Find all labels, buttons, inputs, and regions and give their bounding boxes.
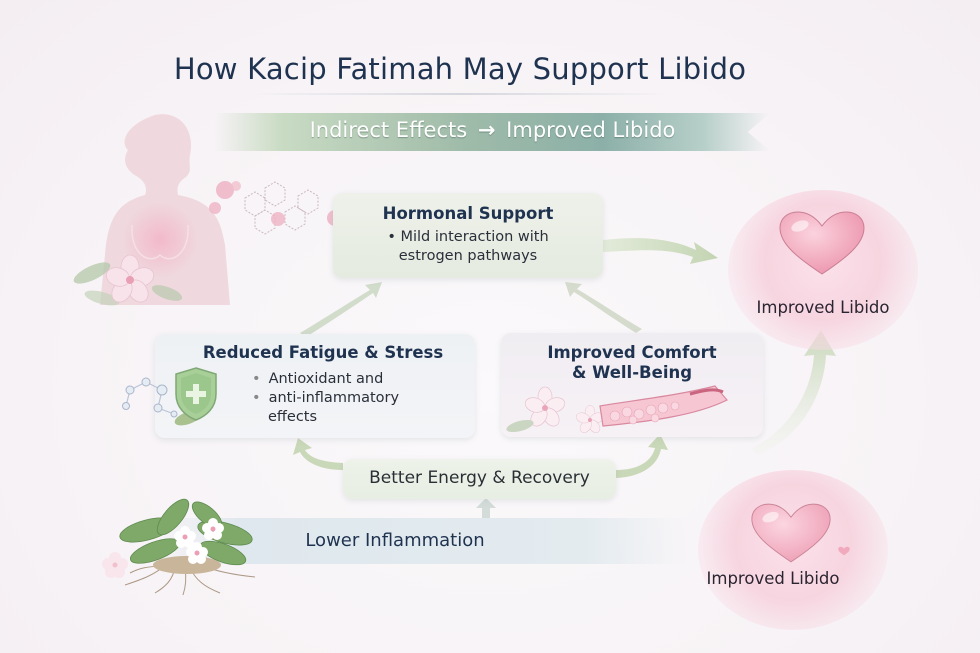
fatigue-bullet-2-text: anti-inflammatory [268,390,400,406]
hormonal-support-title: Hormonal Support [382,204,554,223]
hormonal-support-bullet-line1: • Mild interaction with [387,229,549,245]
arrow-energy-to-fatigue [293,438,343,470]
arrow-comfort-to-hormonal [565,282,642,333]
page-title: How Kacip Fatimah May Support Libido [173,52,747,86]
node-hormonal-support: Hormonal Support • Mild interaction with… [333,193,603,278]
lower-inflammation-title: Lower Inflammation [305,530,485,551]
arrow-comfort-to-libido [752,330,836,455]
small-heart-icon [838,546,850,556]
improved-libido-top-label: Improved Libido [756,298,890,317]
hormonal-support-bullet-line2: estrogen pathways [398,248,538,264]
flower-icon [102,518,224,578]
node-improved-libido-bottom: Improved Libido [698,470,888,630]
indirect-effects-banner [215,113,770,151]
heart-icon [779,211,865,275]
heart-icon [751,503,831,563]
flower-icon [73,254,183,306]
banner-text: Indirect Effects → Improved Libido [215,118,770,142]
fatigue-bullet-2: • anti-inflammatory [252,389,399,408]
arrow-hormonal-to-libido [603,238,718,264]
fatigue-bullet-2-cont: effects [268,409,318,425]
node-improved-libido-top: Improved Libido [728,190,918,350]
node-better-energy-recovery: Better Energy & Recovery [343,459,616,499]
arrow-fatigue-to-hormonal [300,282,382,337]
title-divider [250,93,670,95]
arrow-inflammation-to-energy [476,498,496,518]
improved-comfort-title-line2: & Well-Being [571,363,693,382]
blood-vessel-icon [506,385,728,433]
fatigue-bullet-1: • Antioxidant and [252,370,399,389]
kacip-fatimah-plant-icon [102,498,256,596]
flower-icon [506,386,605,433]
shield-plus-icon [122,367,217,426]
improved-comfort-title-line1: Improved Comfort [547,343,717,362]
improved-libido-bottom-label: Improved Libido [706,569,840,588]
banner-left-text: Indirect Effects [309,118,468,142]
fatigue-bullet-1-text: Antioxidant and [268,371,384,387]
better-energy-title: Better Energy & Recovery [369,468,590,488]
banner-right-text: Improved Libido [506,118,676,142]
arrow-right-icon: → [477,118,496,142]
bullet-dot: • [252,371,261,387]
molecule-icon [209,181,350,235]
bullet-dot: • [252,390,261,406]
arrow-energy-to-comfort [616,434,668,478]
reduced-fatigue-title: Reduced Fatigue & Stress [202,343,444,362]
